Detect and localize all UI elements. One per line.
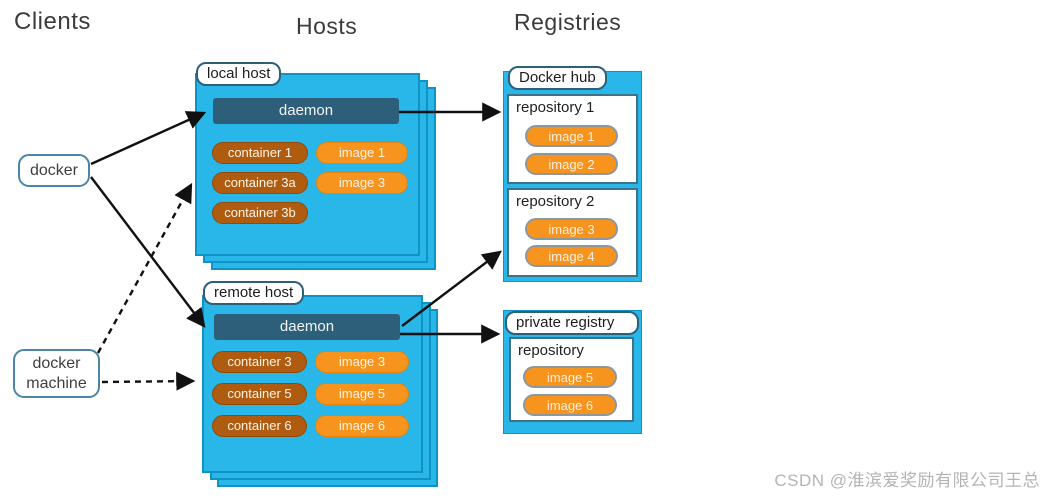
container-pill: container 6 — [212, 415, 307, 437]
repository-2-box: repository 2 image 3 image 4 — [507, 188, 638, 277]
repository-box: repository image 5 image 6 — [509, 337, 634, 422]
repository-name: repository — [518, 342, 584, 359]
container-pill: container 1 — [212, 142, 308, 164]
repository-name: repository 2 — [516, 193, 595, 210]
image-pill: image 2 — [525, 153, 618, 175]
image-pill: image 6 — [315, 415, 409, 437]
local-host-label: local host — [196, 62, 282, 86]
image-pill: image 3 — [315, 351, 409, 373]
repository-name: repository 1 — [516, 99, 595, 116]
remote-host-label: remote host — [203, 281, 305, 305]
column-header-registries: Registries — [514, 9, 622, 35]
container-pill: container 3a — [212, 172, 308, 194]
image-pill: image 5 — [315, 383, 409, 405]
docker-machine-client-box: docker machine — [13, 349, 100, 398]
arrow-docker-machine-to-local-host-dashed — [96, 182, 193, 354]
container-pill: container 3b — [212, 202, 308, 224]
repository-1-box: repository 1 image 1 image 2 — [507, 94, 638, 184]
image-pill: image 3 — [316, 172, 408, 194]
container-pill: container 3 — [212, 351, 307, 373]
private-registry-label: private registry — [505, 311, 639, 335]
arrow-docker-machine-to-remote-host-dashed — [101, 371, 196, 391]
docker-hub-label: Docker hub — [508, 66, 607, 90]
watermark: CSDN @淮滨爱奖励有限公司王总 — [774, 471, 1040, 490]
local-daemon-bar: daemon — [213, 98, 399, 124]
image-pill: image 6 — [523, 394, 617, 416]
column-header-clients: Clients — [14, 8, 91, 35]
image-pill: image 5 — [523, 366, 617, 388]
remote-daemon-bar: daemon — [214, 314, 400, 340]
image-pill: image 4 — [525, 245, 618, 267]
arrow-docker-to-local-daemon — [90, 111, 207, 166]
image-pill: image 1 — [316, 142, 408, 164]
column-header-hosts: Hosts — [296, 13, 358, 39]
container-pill: container 5 — [212, 383, 307, 405]
docker-client-box: docker — [18, 154, 90, 187]
arrow-docker-to-remote-daemon — [90, 176, 206, 328]
image-pill: image 3 — [525, 218, 618, 240]
image-pill: image 1 — [525, 125, 618, 147]
